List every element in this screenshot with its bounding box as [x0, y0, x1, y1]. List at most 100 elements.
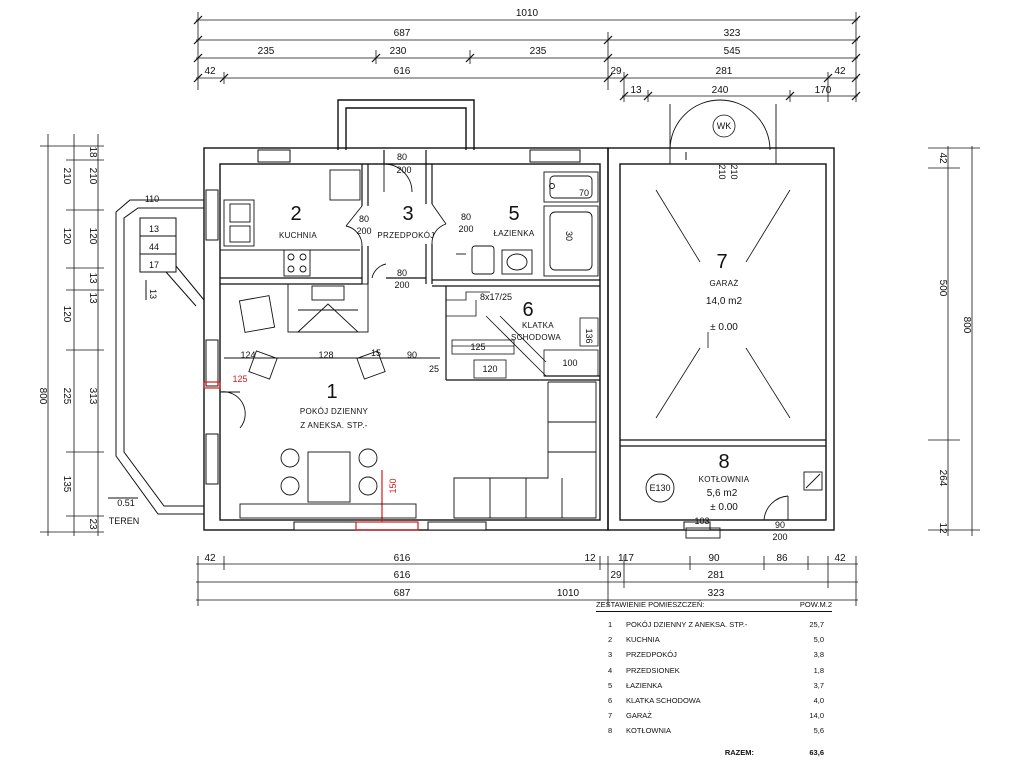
svg-text:210: 210 — [61, 168, 72, 185]
interior-walls — [220, 150, 826, 447]
svg-text:125: 125 — [232, 374, 247, 384]
room-6-number: 6 — [522, 299, 533, 321]
svg-text:86: 86 — [776, 553, 788, 564]
svg-text:120: 120 — [61, 228, 72, 245]
bathroom-fixtures — [456, 171, 599, 277]
svg-text:42: 42 — [204, 553, 216, 564]
stairs — [446, 291, 599, 379]
svg-text:42: 42 — [834, 66, 846, 77]
svg-text:800: 800 — [961, 317, 972, 334]
fireplace — [287, 283, 369, 333]
svg-text:80: 80 — [397, 152, 407, 162]
schedule-total: RAZEM: 63,6 — [596, 748, 832, 757]
svg-text:90: 90 — [407, 350, 417, 360]
svg-text:1010: 1010 — [557, 588, 580, 599]
svg-text:200: 200 — [394, 280, 409, 290]
svg-text:42: 42 — [204, 66, 216, 77]
svg-text:23: 23 — [87, 518, 98, 530]
svg-text:545: 545 — [724, 46, 741, 57]
svg-text:240: 240 — [712, 85, 729, 96]
svg-text:200: 200 — [458, 224, 473, 234]
svg-text:44: 44 — [149, 242, 159, 252]
svg-text:80: 80 — [397, 268, 407, 278]
room-8-name: KOTŁOWNIA — [699, 475, 750, 484]
total-label: RAZEM: — [724, 747, 754, 757]
svg-text:42: 42 — [834, 553, 846, 564]
doors — [219, 99, 789, 521]
svg-text:200: 200 — [772, 532, 787, 542]
living-furniture — [224, 295, 597, 519]
svg-text:616: 616 — [394, 553, 411, 564]
svg-text:687: 687 — [394, 28, 411, 39]
svg-text:616: 616 — [394, 570, 411, 581]
svg-text:13: 13 — [87, 272, 98, 284]
room-8-level: ± 0.00 — [710, 502, 738, 513]
room-labels: 1 POKÓJ DZIENNY Z ANEKSA. STP.- 2 KUCHNI… — [279, 203, 750, 513]
bottom-dimensions — [196, 556, 858, 606]
schedule-area-col: POW.M.2 — [799, 600, 832, 609]
room-7-number: 7 — [716, 251, 727, 273]
room-5-number: 5 — [508, 203, 519, 225]
svg-text:110: 110 — [145, 194, 159, 204]
svg-text:500: 500 — [937, 280, 948, 297]
svg-text:264: 264 — [937, 470, 948, 487]
top-dimension-ticks — [193, 15, 861, 101]
schedule-title: ZESTAWIENIE POMIESZCZEŃ: — [596, 600, 705, 609]
svg-text:TEREN: TEREN — [109, 516, 140, 526]
svg-text:12: 12 — [937, 522, 948, 534]
svg-text:170: 170 — [815, 85, 832, 96]
svg-text:120: 120 — [87, 228, 98, 245]
svg-text:210: 210 — [717, 164, 727, 179]
svg-text:323: 323 — [724, 28, 741, 39]
room-2-name: KUCHNIA — [279, 231, 317, 240]
room-7-name: GARAŻ — [709, 279, 738, 288]
room-5-name: ŁAZIENKA — [493, 229, 534, 238]
svg-text:125: 125 — [470, 342, 485, 352]
svg-text:30: 30 — [564, 231, 574, 241]
svg-text:17: 17 — [149, 260, 159, 270]
svg-text:120: 120 — [61, 306, 72, 323]
svg-text:103: 103 — [694, 516, 709, 526]
svg-text:210: 210 — [87, 168, 98, 185]
svg-text:18: 18 — [87, 146, 98, 158]
svg-text:13: 13 — [148, 289, 158, 299]
top-dimension-labels: 1010 687 323 235 230 235 545 42 616 29 2… — [204, 8, 846, 96]
total-value: 63,6 — [809, 747, 824, 757]
right-dimension-labels: 42 500 800 264 12 — [937, 152, 972, 534]
svg-text:120: 120 — [482, 364, 497, 374]
svg-text:80: 80 — [461, 212, 471, 222]
room-6-name2: SCHODOWA — [511, 333, 561, 342]
room-1-name2: Z ANEKSA. STP.- — [300, 421, 368, 430]
svg-text:800: 800 — [37, 388, 48, 405]
room-3-number: 3 — [402, 203, 413, 225]
windows — [205, 149, 711, 531]
svg-text:150: 150 — [388, 478, 398, 493]
svg-text:136: 136 — [584, 328, 594, 343]
svg-text:235: 235 — [258, 46, 275, 57]
room-1-name: POKÓJ DZIENNY — [300, 407, 369, 416]
kitchen-fixtures — [220, 169, 361, 277]
svg-text:616: 616 — [394, 66, 411, 77]
svg-text:90: 90 — [775, 520, 785, 530]
svg-text:687: 687 — [394, 588, 411, 599]
svg-text:13: 13 — [87, 292, 98, 304]
misc-labels: 80 200 80 200 80 200 80 200 WK 210 210 7… — [109, 121, 788, 542]
svg-text:128: 128 — [318, 350, 333, 360]
svg-text:100: 100 — [562, 358, 577, 368]
svg-text:200: 200 — [356, 226, 371, 236]
svg-text:1010: 1010 — [516, 8, 539, 19]
svg-text:WK: WK — [717, 121, 732, 131]
room-2-number: 2 — [290, 203, 301, 225]
svg-text:281: 281 — [716, 66, 733, 77]
terrace-outline — [108, 199, 205, 515]
room-6-name: KLATKA — [522, 321, 554, 330]
left-dimension-labels: 18 210 210 120 120 13 13 120 313 225 800… — [37, 146, 98, 530]
